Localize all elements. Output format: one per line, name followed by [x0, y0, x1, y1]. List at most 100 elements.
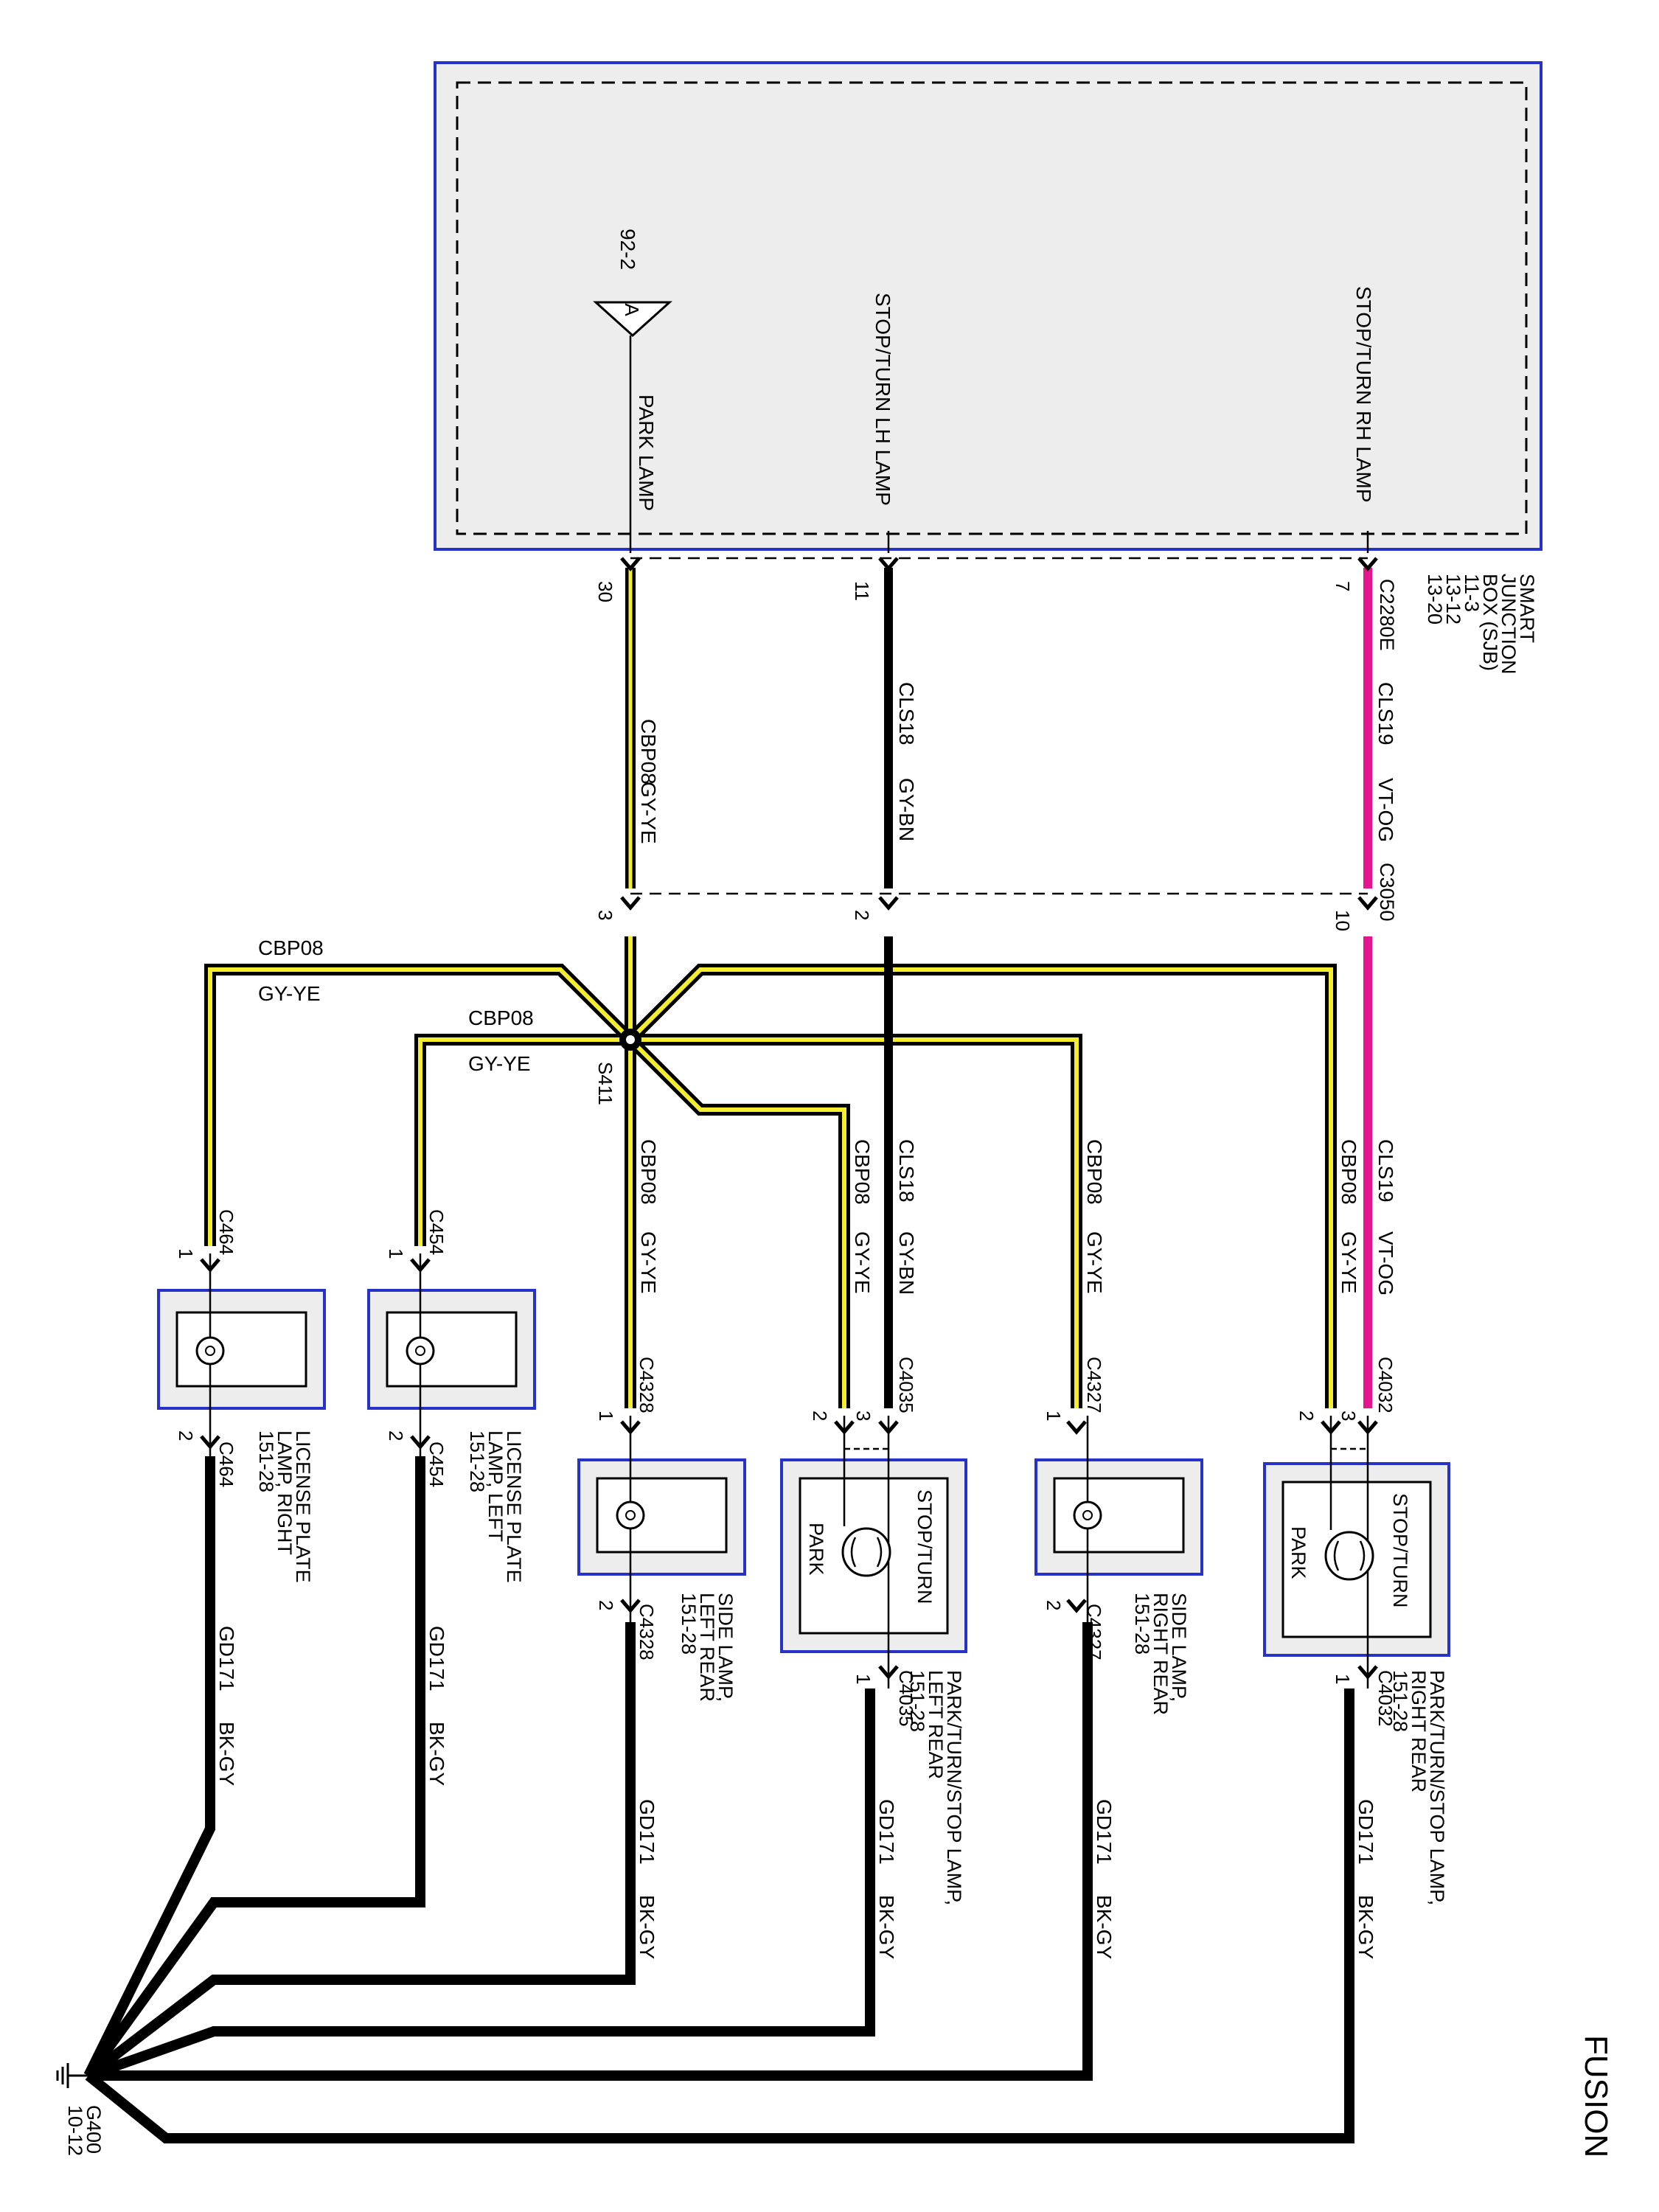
branch-side-lr-color: GY-YE	[637, 1231, 660, 1294]
ptsl-park-label: PARK	[805, 1523, 827, 1576]
bulb-icon	[195, 1336, 225, 1366]
park-circuit-label: CBP08	[637, 719, 660, 785]
branch-side-lr-circuit: CBP08	[637, 1139, 660, 1205]
ref-page: 92-2	[616, 229, 639, 270]
pin-lh-sjb: 11	[851, 581, 873, 601]
branch-side-rr-circuit: CBP08	[1083, 1139, 1106, 1205]
sjb-connector-label: C2280E	[1376, 579, 1398, 651]
ptsr-pin-stop: 3	[1338, 1411, 1360, 1421]
lp-right-pin-in: 1	[175, 1248, 197, 1259]
svg-text:SIDE LAMP,: SIDE LAMP,	[714, 1593, 737, 1702]
ground-wires	[83, 1456, 1354, 2143]
lh-circuit-label: CLS18	[895, 682, 918, 745]
rh-color-label: VT-OG	[1374, 778, 1397, 842]
svg-text:13-12: 13-12	[1442, 574, 1464, 625]
gnd-ptsr-circuit: GD171	[1354, 1799, 1377, 1865]
lp-left-conn-out: C454	[425, 1441, 448, 1487]
ref-triangle-icon	[593, 301, 672, 338]
stop-rh-label: STOP/TURN RH LAMP	[1352, 286, 1375, 503]
gnd-lp-left-circuit: GD171	[425, 1626, 448, 1691]
ptsl-conn-in: C4035	[895, 1357, 917, 1413]
svg-text:151-28: 151-28	[678, 1593, 700, 1655]
svg-text:151-28: 151-28	[1389, 1670, 1411, 1732]
pin-rh-sjb: 7	[1332, 581, 1354, 591]
branch-rh-circuit: CLS19	[1374, 1139, 1397, 1203]
lp-left-pin-out: 2	[385, 1430, 407, 1441]
svg-text:13-20: 13-20	[1424, 574, 1446, 625]
splice-label: S411	[594, 1062, 616, 1105]
side-rr-conn-in: C4327	[1083, 1357, 1105, 1413]
svg-text:PARK/TURN/STOP LAMP,: PARK/TURN/STOP LAMP,	[943, 1670, 965, 1905]
pin-lh-c3050: 2	[851, 910, 873, 920]
svg-text:LAMP, LEFT: LAMP, LEFT	[484, 1430, 507, 1542]
svg-text:LAMP, RIGHT: LAMP, RIGHT	[274, 1430, 296, 1555]
lp-left-name: LICENSE PLATE LAMP, LEFT 151-28	[466, 1430, 525, 1583]
yellow-branch-wires	[204, 936, 1337, 1408]
svg-text:RIGHT REAR: RIGHT REAR	[1150, 1593, 1172, 1715]
lp-right-pin-out: 2	[175, 1430, 197, 1441]
side-rr-pin-in: 1	[1043, 1411, 1065, 1421]
gnd-ptsl-color: BK-GY	[875, 1895, 898, 1959]
svg-text:LEFT REAR: LEFT REAR	[696, 1593, 718, 1702]
svg-text:SMART: SMART	[1516, 574, 1538, 643]
gnd-lp-left-color: BK-GY	[425, 1722, 448, 1786]
gnd-lp-right-color: BK-GY	[215, 1722, 238, 1786]
ptsr-name: PARK/TURN/STOP LAMP, RIGHT REAR 151-28	[1389, 1670, 1448, 1905]
page-title: FUSION	[1578, 2035, 1614, 2157]
lh-color-label: GY-BN	[895, 778, 918, 841]
svg-text:LICENSE PLATE: LICENSE PLATE	[503, 1430, 525, 1583]
gnd-side-lr-color: BK-GY	[636, 1895, 658, 1959]
svg-text:LEFT REAR: LEFT REAR	[925, 1670, 947, 1779]
ptsl-pin-park: 2	[809, 1411, 831, 1421]
pin-park-c3050: 3	[594, 910, 616, 920]
branch-lp-right-color: GY-YE	[258, 982, 321, 1005]
bulb-icon	[616, 1500, 645, 1530]
ptsl-pin-stop: 3	[852, 1411, 874, 1421]
pin-park-sjb: 30	[594, 581, 616, 602]
svg-text:RIGHT REAR: RIGHT REAR	[1408, 1670, 1430, 1792]
ptsl-conn-out: C4035	[895, 1670, 917, 1727]
side-lr-conn-in: C4328	[636, 1357, 658, 1413]
side-lr-name: SIDE LAMP, LEFT REAR 151-28	[678, 1593, 737, 1702]
svg-text:SIDE LAMP,: SIDE LAMP,	[1168, 1593, 1190, 1702]
gnd-side-rr-circuit: GD171	[1093, 1799, 1116, 1865]
svg-text:151-28: 151-28	[1131, 1593, 1153, 1655]
svg-text:G400: G400	[83, 2105, 105, 2154]
ptsr-conn-out: C4032	[1374, 1670, 1397, 1727]
side-lamp-right-rear	[1034, 1416, 1203, 1622]
branch-lp-right-circuit: CBP08	[258, 936, 324, 959]
dual-bulb-icon	[841, 1527, 891, 1577]
branch-lp-left-circuit: CBP08	[468, 1006, 534, 1029]
svg-text:PARK/TURN/STOP LAMP,: PARK/TURN/STOP LAMP,	[1426, 1670, 1448, 1905]
ptsr-stop-label: STOP/TURN	[1389, 1493, 1411, 1608]
ptsr-pin-park: 2	[1295, 1411, 1318, 1421]
svg-text:LICENSE PLATE: LICENSE PLATE	[292, 1430, 314, 1583]
branch-side-rr-color: GY-YE	[1083, 1231, 1106, 1294]
side-lr-conn-out: C4328	[636, 1604, 658, 1660]
lp-right-name: LICENSE PLATE LAMP, RIGHT 151-28	[255, 1430, 314, 1583]
gnd-ptsl-circuit: GD171	[875, 1799, 898, 1865]
ptsr-conn-in: C4032	[1374, 1357, 1397, 1413]
svg-text:BOX (SJB): BOX (SJB)	[1479, 574, 1501, 671]
ptsl-stop-label: STOP/TURN	[914, 1489, 936, 1604]
pin-rh-c3050: 10	[1332, 910, 1354, 931]
ref-symbol: A	[621, 303, 643, 316]
park-lamp-label: PARK LAMP	[635, 394, 658, 511]
branch-lh-color: GY-BN	[895, 1231, 918, 1295]
stop-lh-label: STOP/TURN LH LAMP	[872, 293, 894, 506]
sjb-name: SMART JUNCTION BOX (SJB) 11-3 13-12 13-2…	[1424, 574, 1538, 675]
svg-text:11-3: 11-3	[1461, 574, 1483, 612]
gnd-side-rr-color: BK-GY	[1093, 1895, 1116, 1959]
bulb-icon	[1073, 1500, 1102, 1530]
license-plate-lamp-left	[367, 1253, 536, 1456]
side-lr-pin-in: 1	[595, 1411, 617, 1421]
gnd-lp-right-circuit: GD171	[215, 1626, 238, 1691]
svg-text:151-28: 151-28	[906, 1670, 928, 1732]
lp-left-conn-in: C454	[425, 1209, 448, 1255]
branch-lp-left-color: GY-YE	[468, 1052, 531, 1075]
ptsl-name: PARK/TURN/STOP LAMP, LEFT REAR 151-28	[906, 1670, 965, 1905]
side-rr-name: SIDE LAMP, RIGHT REAR 151-28	[1131, 1593, 1190, 1715]
lp-right-conn-in: C464	[215, 1209, 237, 1255]
rh-circuit-label: CLS19	[1374, 682, 1397, 745]
ground-icon	[56, 2063, 88, 2088]
